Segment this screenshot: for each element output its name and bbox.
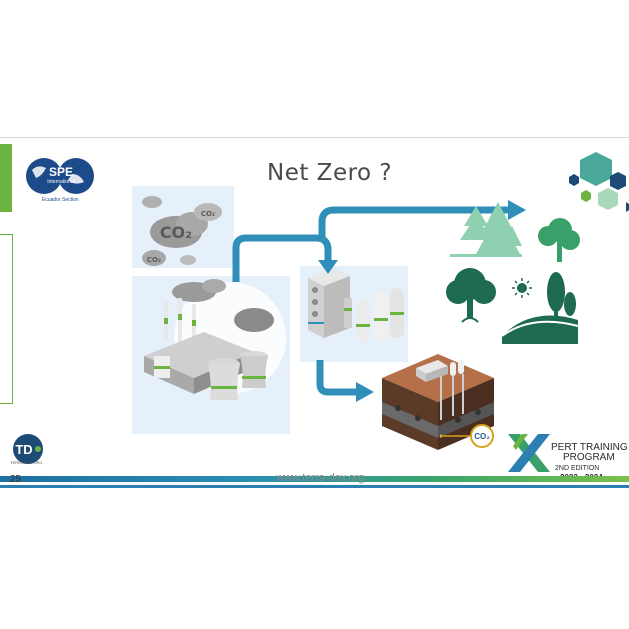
svg-text:CO₂: CO₂ bbox=[147, 256, 161, 264]
page-title: Net Zero ? bbox=[267, 160, 393, 186]
td-logo: TD bbox=[6, 434, 50, 464]
xpert-edition: 2ND EDITION bbox=[555, 465, 600, 472]
left-green-outline bbox=[0, 234, 13, 404]
co2-storage-badge: CO₂ bbox=[438, 424, 498, 448]
left-accent-bar bbox=[0, 144, 12, 212]
nature-illustration bbox=[442, 196, 592, 356]
flow-arrows bbox=[228, 198, 538, 408]
page-number: 25 bbox=[10, 474, 22, 485]
svg-text:International: International bbox=[47, 179, 75, 185]
slide: SPE International Ecuador Section Net Ze… bbox=[0, 137, 629, 494]
svg-text:CO₂: CO₂ bbox=[201, 210, 215, 218]
co2-cloud-big-label: CO₂ bbox=[160, 223, 192, 242]
spe-caption: Ecuador Section bbox=[42, 197, 79, 203]
spe-logo-text: SPE bbox=[49, 165, 73, 179]
xpert-title: PERT TRAINING PROGRAM bbox=[551, 442, 628, 463]
co2-storage-label: CO₂ bbox=[474, 432, 490, 441]
footer-gradient-bar bbox=[0, 476, 629, 482]
spe-logo: SPE International bbox=[24, 156, 98, 196]
footer-blue-line bbox=[0, 485, 629, 488]
capture-unit-illustration bbox=[304, 268, 408, 360]
hexagon-decoration bbox=[566, 150, 629, 214]
co2-clouds: CO₂ CO₂ CO₂ bbox=[136, 188, 232, 274]
td-caption: TERRA DEV.ORG bbox=[10, 460, 43, 465]
xpert-logo-mark bbox=[506, 432, 552, 474]
td-logo-text: TD bbox=[15, 442, 32, 457]
website-link[interactable]: www.terra-dev.org bbox=[276, 472, 365, 484]
factory-illustration bbox=[134, 278, 290, 406]
